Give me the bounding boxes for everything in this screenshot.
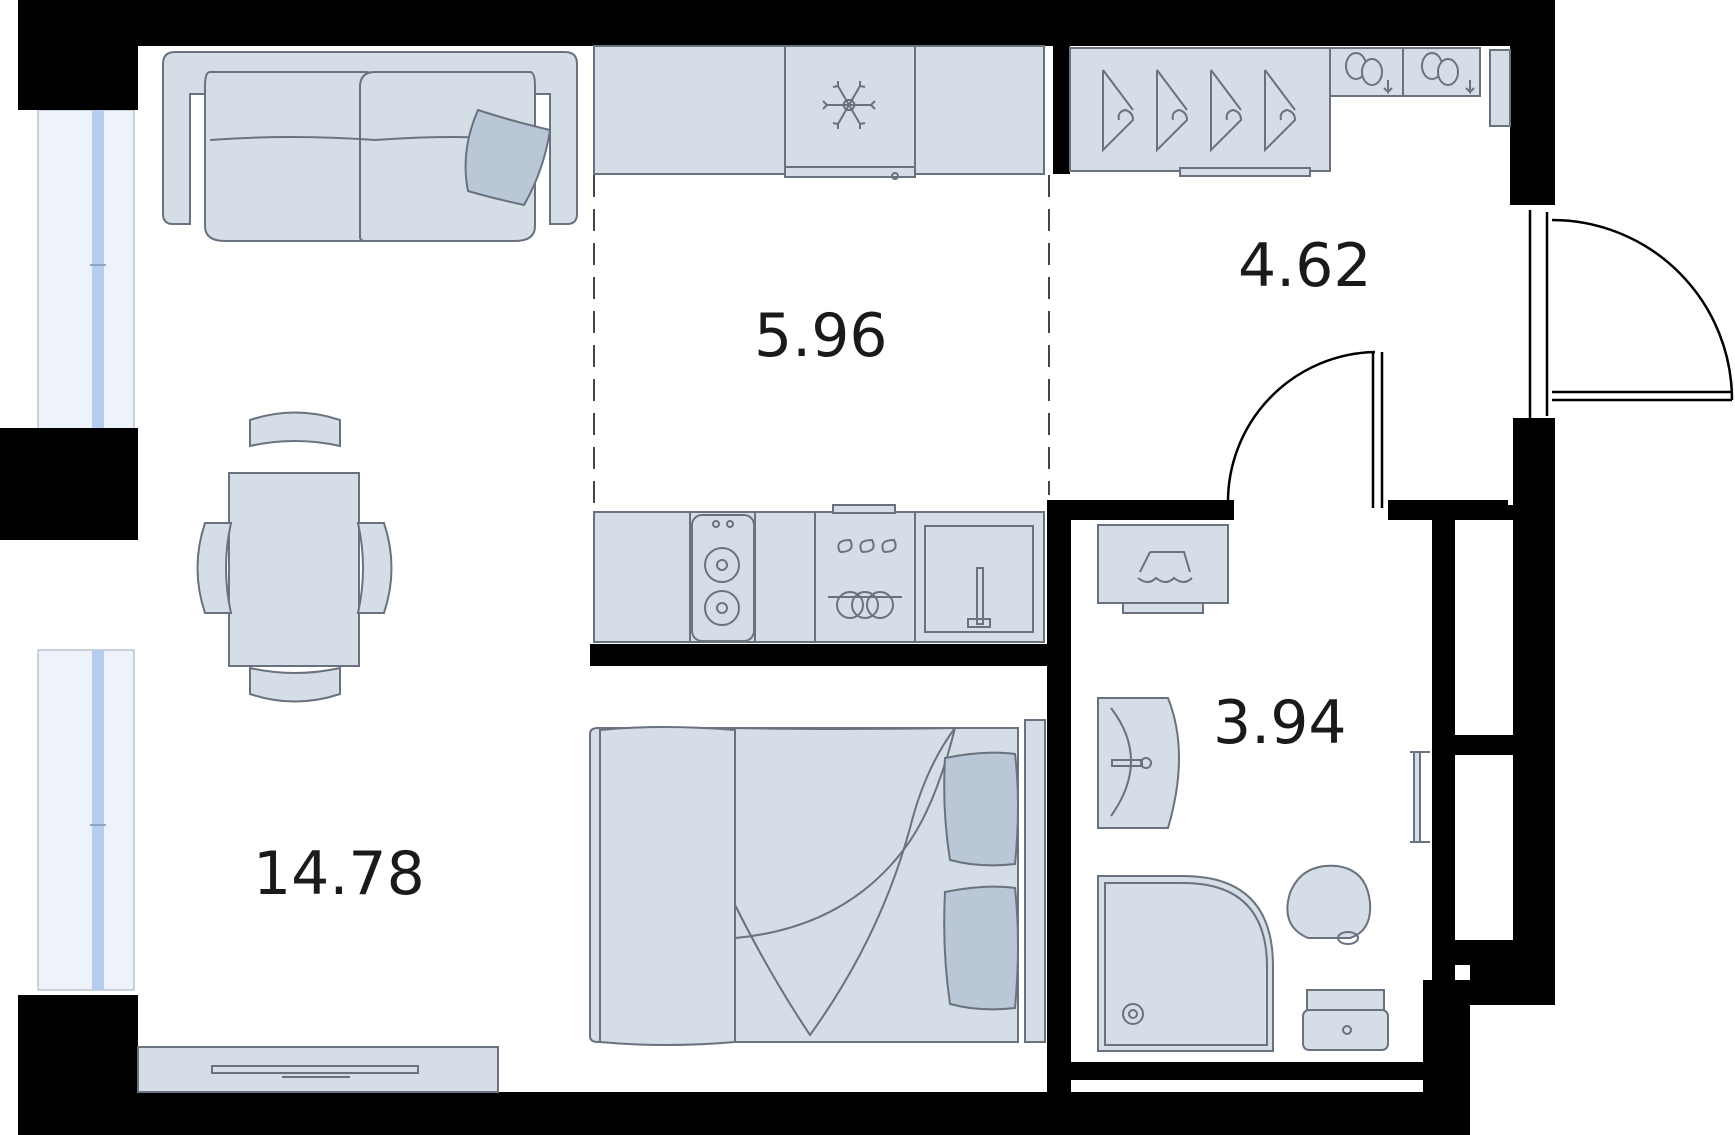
room-area-bathroom: 3.94: [1213, 688, 1347, 758]
walls: [0, 0, 1555, 1135]
kitchen-cabinets-top: [593, 45, 1045, 180]
sofa: [162, 51, 578, 242]
sink: [924, 525, 1034, 633]
toilet: [1286, 864, 1389, 1051]
washing-machine: [1097, 524, 1229, 614]
shoe-rack: [1329, 47, 1511, 127]
wardrobe: [1069, 47, 1331, 177]
dining-table: [196, 411, 393, 703]
entrance-door: [1528, 210, 1734, 418]
room-area-hallway: 4.62: [1238, 231, 1372, 301]
towel-rail: [1410, 751, 1430, 843]
room-area-kitchen: 5.96: [754, 301, 888, 371]
bathroom-door: [1222, 350, 1384, 520]
bed: [589, 719, 1046, 1046]
window-left: [37, 100, 135, 991]
room-area-living: 14.78: [253, 839, 425, 909]
shower-tray: [1097, 875, 1274, 1052]
stove: [691, 514, 755, 642]
wardrobe-hangers-icon: [1102, 69, 1297, 153]
washbasin: [1097, 697, 1180, 829]
snowflake-icon: [822, 81, 876, 129]
tv-stand: [137, 1046, 499, 1093]
dishwasher: [828, 538, 902, 619]
